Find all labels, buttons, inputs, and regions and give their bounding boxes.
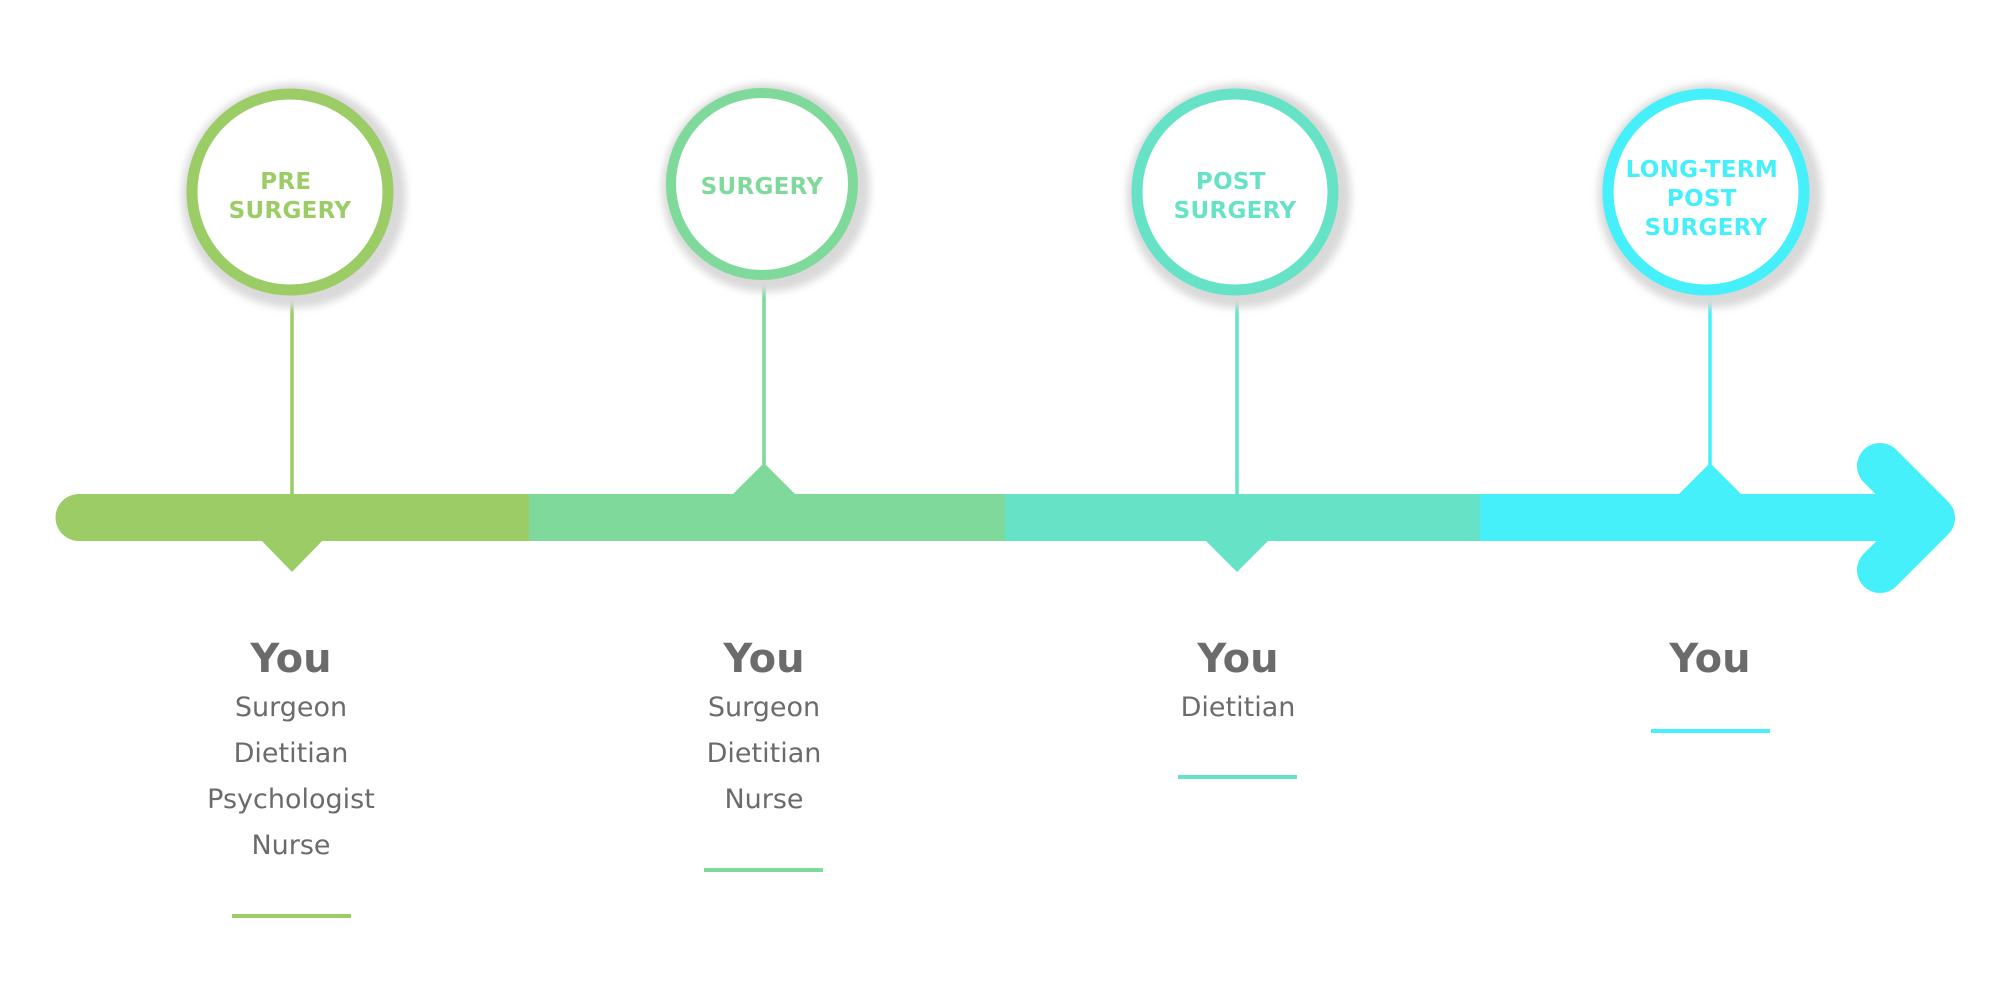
stage-title: SURGERY xyxy=(701,174,824,200)
who-label: You xyxy=(1196,636,1278,682)
stage-title-line: LONG-TERM xyxy=(1626,157,1778,183)
role-label: Dietitian xyxy=(1181,692,1296,723)
stage-title: PRE SURGERY xyxy=(229,169,352,224)
timeline-segment-3 xyxy=(1005,494,1480,541)
stage-title-line: POST xyxy=(1196,169,1266,195)
node-ring xyxy=(1131,88,1339,296)
stage-title: POST SURGERY xyxy=(1174,169,1297,224)
stage-long-term-post-surgery: LONG-TERM POST SURGERY You xyxy=(1598,84,1822,733)
role-label: Nurse xyxy=(724,784,803,815)
stage-title-line: SURGERY xyxy=(701,174,824,200)
stage-post-surgery: POST SURGERY You Dietitian xyxy=(1127,84,1351,779)
who-label: You xyxy=(1668,636,1750,682)
stage-title-line: POST xyxy=(1667,186,1737,212)
stage-title-line: PRE xyxy=(260,169,311,195)
timeline-segment-2 xyxy=(529,494,1005,541)
node-ring xyxy=(1602,88,1810,296)
who-label: You xyxy=(722,636,804,682)
stage-title: LONG-TERM POST SURGERY xyxy=(1626,157,1787,241)
role-label: Nurse xyxy=(251,830,330,861)
stage-title-line: SURGERY xyxy=(1645,215,1768,241)
marker-triangle-down xyxy=(1205,540,1269,572)
role-label: Dietitian xyxy=(707,738,822,769)
stage-pre-surgery: PRE SURGERY You Surgeon Dietitian Psycho… xyxy=(182,84,406,918)
timeline-segment-1 xyxy=(55,494,529,541)
marker-triangle-up xyxy=(732,463,796,495)
role-label: Surgeon xyxy=(235,692,347,723)
who-label: You xyxy=(249,636,331,682)
role-label: Psychologist xyxy=(207,784,375,815)
marker-triangle-down xyxy=(261,540,323,572)
stage-surgery: SURGERY You Surgeon Dietitian Nurse xyxy=(662,84,870,872)
marker-triangle-up xyxy=(1678,463,1742,495)
timeline-arrow xyxy=(55,443,1955,593)
stage-title-line: SURGERY xyxy=(1174,198,1297,224)
node-ring xyxy=(186,88,394,296)
timeline-segment-4 xyxy=(1480,494,1920,541)
role-label: Surgeon xyxy=(708,692,820,723)
role-label: Dietitian xyxy=(234,738,349,769)
stage-title-line: SURGERY xyxy=(229,198,352,224)
node-ring xyxy=(666,88,858,280)
arrow-head xyxy=(1857,443,1955,593)
